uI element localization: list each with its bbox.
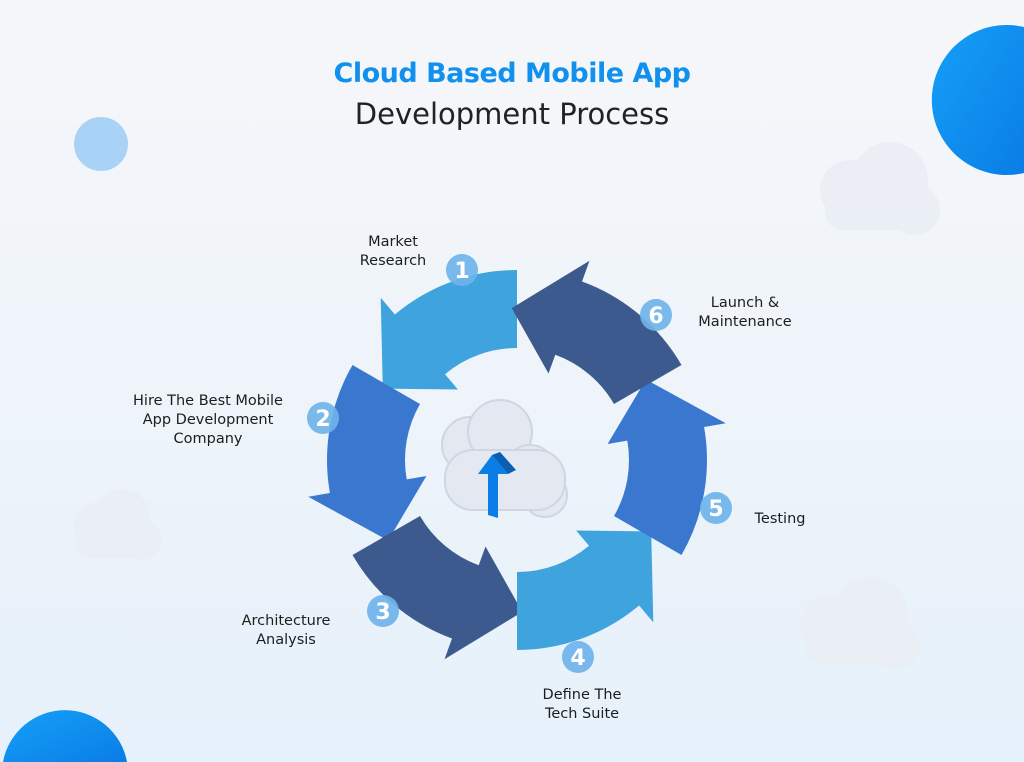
decorative-circle-top-left [74, 117, 128, 171]
label-line: Testing [754, 511, 806, 527]
step-1-arrow [380, 270, 517, 390]
label-line: Hire The Best Mobile [133, 393, 283, 409]
decorative-circles [3, 24, 1024, 762]
cloud-icon [73, 489, 162, 560]
decorative-circle-top-right [931, 24, 1024, 176]
decorative-circle-bottom-left [3, 710, 127, 762]
step-3-arrow [352, 516, 523, 660]
cloud-upload-icon [441, 399, 568, 518]
step-5-label: Testing [745, 510, 815, 529]
step-5-arrow [607, 379, 726, 555]
step-2-arrow [308, 365, 427, 541]
title-line-1: Cloud Based Mobile App [333, 58, 692, 89]
cloud-icon [820, 142, 940, 235]
label-line: App Development [142, 412, 274, 428]
step-5-badge: 5 [700, 492, 732, 524]
label-line: Market [368, 234, 418, 250]
label-line: Analysis [256, 632, 316, 648]
step-number: 3 [375, 600, 390, 625]
background-clouds [73, 142, 940, 670]
step-1-badge: 1 [446, 254, 478, 286]
cloud-icon [800, 577, 920, 670]
title-line-2: Development Process [354, 97, 670, 131]
step-number: 4 [570, 646, 585, 671]
label-line: Maintenance [698, 314, 792, 330]
step-number: 5 [708, 497, 723, 522]
step-6-label: Launch & Maintenance [690, 294, 800, 332]
step-6-arrow [511, 260, 682, 404]
label-line: Research [359, 253, 427, 269]
step-number: 6 [648, 304, 663, 329]
label-line: Tech Suite [544, 706, 620, 722]
label-line: Architecture [241, 613, 331, 629]
label-line: Define The [542, 687, 622, 703]
step-4-badge: 4 [562, 641, 594, 673]
step-6-badge: 6 [640, 299, 672, 331]
step-3-badge: 3 [367, 595, 399, 627]
step-number: 2 [315, 407, 330, 432]
step-number: 1 [454, 259, 469, 284]
step-2-badge: 2 [307, 402, 339, 434]
step-4-arrow [517, 530, 654, 650]
label-line: Launch & [710, 295, 780, 311]
label-line: Company [173, 431, 243, 447]
